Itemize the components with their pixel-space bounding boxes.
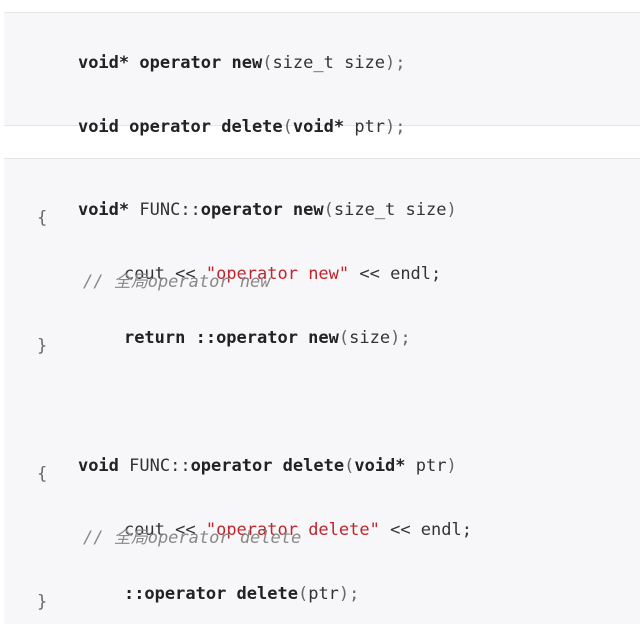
code-token: ) <box>446 200 457 220</box>
code-token: cout << <box>123 520 206 540</box>
code-token: "operator new" <box>205 264 350 284</box>
code-token: ); <box>338 584 360 604</box>
code-token: << endl; <box>349 264 442 284</box>
code-line: void operator delete(void* ptr); <box>37 91 406 137</box>
code-line: ::operator delete(ptr); <box>83 558 359 604</box>
code-token: size_t size <box>272 53 386 73</box>
code-token: ( <box>262 53 273 73</box>
code-line: return ::operator new(size); <box>83 302 411 348</box>
code-line: void* FUNC::operator new(size_t size) <box>37 174 457 220</box>
code-token: void* operator new <box>77 53 263 73</box>
code-token: operator delete <box>190 456 345 476</box>
code-line: { <box>37 208 48 228</box>
code-token: size_t size <box>333 200 447 220</box>
code-block-declarations: void* operator new(size_t size); void op… <box>4 12 640 137</box>
code-token: ); <box>385 117 406 137</box>
code-block-definitions: void* FUNC::operator new(size_t size) { … <box>4 158 640 624</box>
code-token: operator new <box>200 200 324 220</box>
code-token: void* <box>292 117 345 137</box>
code-token: ); <box>390 328 411 348</box>
code-line: void* operator new(size_t size); <box>37 27 406 73</box>
code-token: ( <box>323 200 334 220</box>
code-token: ( <box>338 328 350 348</box>
code-token: FUNC:: <box>118 456 191 476</box>
code-comment: // 全局operator delete <box>83 528 302 548</box>
code-token: ::operator delete <box>123 584 298 604</box>
code-token: void <box>77 456 119 476</box>
code-line: cout << "operator new" << endl; <box>83 238 441 284</box>
code-token: FUNC:: <box>129 200 201 220</box>
code-line: } <box>37 592 48 612</box>
code-token: return ::operator new <box>123 328 339 348</box>
code-token: << endl; <box>379 520 472 540</box>
code-token: "operator delete" <box>205 520 380 540</box>
code-token: ptr <box>308 584 339 604</box>
code-token: ( <box>297 584 309 604</box>
code-token: ); <box>385 53 406 73</box>
code-token: ) <box>446 456 457 476</box>
code-token: ptr <box>405 456 447 476</box>
code-token: size <box>349 328 391 348</box>
code-line: } <box>37 336 48 356</box>
code-token: void operator delete <box>77 117 283 137</box>
code-line: { <box>37 464 48 484</box>
code-token: ( <box>282 117 293 137</box>
code-token: void* <box>77 200 130 220</box>
code-token: ptr <box>344 117 386 137</box>
code-token: void* <box>354 456 406 476</box>
code-comment: // 全局operator new <box>83 272 271 292</box>
code-token: ( <box>344 456 355 476</box>
code-line: void FUNC::operator delete(void* ptr) <box>37 430 457 476</box>
code-line: cout << "operator delete" << endl; <box>83 494 472 540</box>
code-token: cout << <box>123 264 206 284</box>
